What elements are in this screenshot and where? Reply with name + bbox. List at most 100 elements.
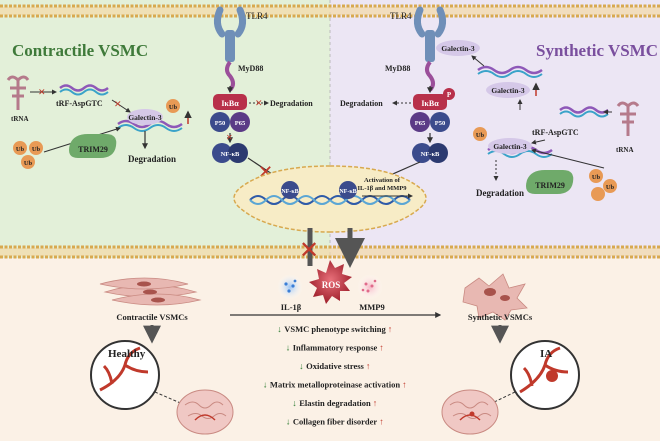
activation-line1: Activation of	[364, 177, 401, 184]
galectin3-label-right-mid: Galectin-3	[493, 142, 527, 151]
mmp9-icon	[357, 274, 383, 300]
trf-strand-right	[559, 106, 609, 114]
down-arrow-icon: ↓	[292, 398, 297, 408]
synthetic-title: Synthetic VSMC	[536, 41, 658, 60]
effect-item-5: Elastin degradation	[299, 398, 371, 408]
galectin3-right-top	[486, 82, 530, 98]
tlr4-label-left: TLR4	[246, 11, 268, 21]
ub-circle-left-top	[166, 99, 180, 113]
ub-label-left-1: Ub	[16, 146, 25, 153]
ia-vessel-circle	[510, 340, 580, 410]
down-arrow-icon: ↓	[277, 324, 282, 334]
nfkb-right	[412, 143, 448, 163]
cell-membrane	[0, 4, 660, 259]
ub-cluster-right	[589, 169, 617, 201]
nfkb-label-right: NF-κB	[421, 151, 440, 158]
galectin3-receptor-right	[436, 40, 480, 56]
trim29-right	[526, 170, 574, 194]
trim29-label-right: TRIM29	[535, 181, 565, 190]
nfkb-nucleus-left	[281, 181, 299, 199]
activation-line2: IL-1β and MMP9	[358, 185, 408, 192]
up-arrow-icon: ↑	[402, 380, 407, 390]
trim29-left	[69, 134, 117, 158]
p50-label-right: P50	[435, 120, 445, 127]
ub-label-left-3: Ub	[24, 160, 33, 167]
down-arrow-icon: ↓	[263, 380, 268, 390]
mrna-right-top	[477, 65, 543, 75]
effects-list: VSMC phenotype switching↓↑Inflammatory r…	[263, 324, 407, 427]
ub-label-right-3: Ub	[606, 184, 615, 191]
degradation-ikba-right: Degradation	[340, 99, 383, 108]
healthy-vessel-circle	[90, 340, 160, 410]
blocked-x-trf: ✕	[38, 87, 46, 97]
ub-label-right-2: Ub	[592, 174, 601, 181]
myd88-label-left: MyD88	[238, 64, 263, 73]
il1b-label: IL-1β	[281, 302, 302, 312]
il1b-icon	[277, 274, 303, 300]
ub-cluster-left	[13, 141, 43, 169]
up-arrow-icon: ↑	[366, 361, 371, 371]
effect-item-6: Collagen fiber disorder	[293, 417, 378, 427]
ub-circle-right-single	[473, 127, 487, 141]
ikba-label-left: IκBα	[221, 99, 239, 108]
myd88-label-right: MyD88	[385, 64, 410, 73]
ub-label-left-top: Ub	[169, 104, 178, 111]
p50-label-left: P50	[215, 120, 225, 127]
galectin3-label-right-top: Galectin-3	[491, 86, 525, 95]
tlr4-receptor-left	[213, 6, 247, 92]
effect-item-1: VSMC phenotype switching	[284, 324, 386, 334]
trna-icon-right	[616, 101, 640, 136]
contractile-title: Contractile VSMC	[12, 41, 148, 60]
ros-label: ROS	[322, 280, 341, 290]
up-arrow-icon: ↑	[379, 417, 384, 427]
galectin3-label-left: Galectin-3	[128, 113, 162, 122]
trf-strand-left	[59, 84, 109, 92]
galectin3-receptor-label: Galectin-3	[441, 44, 475, 53]
down-arrow-icon: ↓	[299, 361, 304, 371]
healthy-vessel-icon	[99, 346, 149, 392]
degradation-ikba-left: Degradation	[270, 99, 313, 108]
p65-label-left: P65	[235, 120, 246, 127]
ros-icon	[309, 260, 352, 304]
up-arrow-icon: ↑	[373, 398, 378, 408]
degradation-gal-right: Degradation	[476, 188, 524, 198]
galectin3-right-mid	[488, 138, 532, 154]
effect-item-4: Matrix metalloproteinase activation	[270, 380, 400, 390]
up-arrow-icon: ↑	[379, 343, 384, 353]
down-arrow-icon: ↓	[286, 343, 291, 353]
trf-label-left: tRF-AspGTC	[56, 99, 103, 108]
up-arrow-icon: ↑	[388, 324, 393, 334]
blocked-x-ikba: ✕	[255, 98, 263, 108]
effect-item-2: Inflammatory response	[293, 343, 378, 353]
tlr4-label-right: TLR4	[390, 11, 412, 21]
galectin3-left	[127, 109, 163, 125]
synthetic-cells-label: Synthetic VSMCs	[468, 312, 533, 322]
ia-label: IA	[540, 348, 552, 360]
phospho-label: P	[447, 91, 452, 99]
trim29-label-left: TRIM29	[78, 145, 108, 154]
ikba-complex-left	[210, 94, 250, 132]
contractile-cells-icon	[99, 277, 202, 306]
blocked-x-output: ✕	[299, 237, 319, 264]
aneurysm-icon	[546, 370, 558, 382]
nfkb-nucleus-label-right: NF-κB	[339, 189, 356, 195]
ikba-complex-right	[410, 88, 455, 132]
nfkb-nucleus-right	[339, 181, 357, 199]
mmp9-label: MMP9	[359, 302, 385, 312]
healthy-label: Healthy	[108, 348, 146, 360]
trf-label-right: tRF-AspGTC	[532, 128, 579, 137]
ia-vessel-icon	[519, 346, 569, 394]
nfkb-nucleus-label-left: NF-κB	[281, 189, 298, 195]
tlr4-receptor-right	[413, 6, 447, 92]
trna-label-right: tRNA	[616, 146, 634, 154]
ub-label-left-2: Ub	[32, 146, 41, 153]
trna-label-left: tRNA	[11, 115, 29, 123]
ia-brain-icon	[441, 389, 499, 435]
trna-icon-left	[6, 75, 30, 110]
contractile-cells-label: Contractile VSMCs	[116, 312, 188, 322]
nfkb-label-left: NF-κB	[221, 151, 240, 158]
effect-item-3: Oxidative stress	[306, 361, 364, 371]
degradation-gal-left: Degradation	[128, 154, 176, 164]
